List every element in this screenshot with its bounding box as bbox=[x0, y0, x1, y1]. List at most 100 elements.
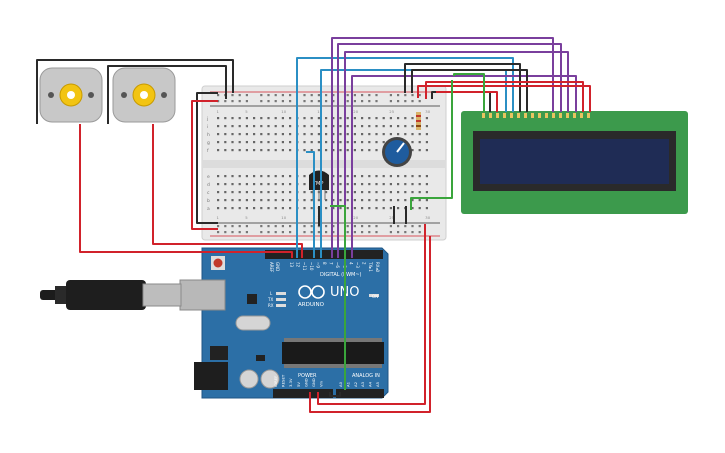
hole bbox=[289, 191, 292, 194]
rail-hole bbox=[289, 100, 292, 103]
hole bbox=[411, 141, 414, 144]
rail-hole bbox=[332, 100, 335, 103]
hole bbox=[418, 141, 421, 144]
rail-hole bbox=[332, 94, 335, 97]
rail-hole bbox=[289, 94, 292, 97]
hole bbox=[368, 141, 371, 144]
rail-hole bbox=[346, 94, 349, 97]
digital-pin-label: ~9 bbox=[315, 262, 320, 268]
hole bbox=[389, 175, 392, 178]
rail-hole bbox=[267, 94, 270, 97]
hole bbox=[245, 117, 248, 120]
hole bbox=[339, 149, 342, 152]
hole bbox=[375, 191, 378, 194]
hole bbox=[245, 191, 248, 194]
hole bbox=[361, 191, 364, 194]
hole bbox=[260, 199, 263, 202]
rail-hole bbox=[411, 231, 414, 234]
hole bbox=[289, 141, 292, 144]
hole bbox=[281, 133, 284, 136]
aref-pin-label: AREF bbox=[269, 262, 274, 273]
hole bbox=[238, 191, 241, 194]
lcd-pin bbox=[531, 113, 534, 118]
lcd-pin bbox=[482, 113, 485, 118]
digital-pin-label: ~11 bbox=[302, 262, 307, 271]
hole bbox=[231, 133, 234, 136]
hole bbox=[281, 199, 284, 202]
hole bbox=[425, 191, 428, 194]
hole bbox=[310, 191, 313, 194]
rail-hole bbox=[397, 225, 400, 228]
hole bbox=[238, 207, 241, 210]
hole bbox=[411, 191, 414, 194]
hole bbox=[325, 207, 328, 210]
digital-pin-label: 12 bbox=[296, 262, 301, 268]
hole bbox=[253, 133, 256, 136]
hole bbox=[224, 133, 227, 136]
hole bbox=[281, 191, 284, 194]
power-pin-label: 3.3V bbox=[288, 378, 293, 387]
hole bbox=[389, 207, 392, 210]
hole bbox=[368, 199, 371, 202]
hole bbox=[404, 199, 407, 202]
hole bbox=[260, 207, 263, 210]
digital-label: DIGITAL (PWM~) bbox=[320, 272, 362, 278]
hole bbox=[325, 149, 328, 152]
hole bbox=[361, 125, 364, 128]
analog-label: ANALOG IN bbox=[352, 373, 380, 379]
hole bbox=[368, 183, 371, 186]
digital-pin-label: 2 bbox=[362, 262, 367, 265]
digital-pin-label: 8 bbox=[322, 262, 327, 265]
lcd-pin bbox=[580, 113, 583, 118]
hole bbox=[332, 117, 335, 120]
col-number: 5 bbox=[245, 109, 248, 114]
rail-hole bbox=[303, 94, 306, 97]
hole bbox=[418, 175, 421, 178]
col-number: 10 bbox=[281, 215, 286, 220]
rail-hole bbox=[274, 100, 277, 103]
hole bbox=[317, 141, 320, 144]
lcd-pin bbox=[552, 113, 555, 118]
reset-button[interactable] bbox=[213, 258, 223, 268]
hole bbox=[346, 117, 349, 120]
hole bbox=[317, 149, 320, 152]
hole bbox=[353, 141, 356, 144]
hole bbox=[303, 133, 306, 136]
digital-pin-label: ~3 bbox=[355, 262, 360, 268]
lcd-pin bbox=[503, 113, 506, 118]
hole bbox=[332, 191, 335, 194]
usb-cable[interactable] bbox=[40, 280, 182, 310]
dc-motor-right[interactable] bbox=[112, 67, 176, 123]
hole bbox=[217, 183, 220, 186]
hole bbox=[289, 133, 292, 136]
lcd-pin bbox=[524, 113, 527, 118]
hole bbox=[332, 199, 335, 202]
hole bbox=[346, 149, 349, 152]
hole bbox=[253, 207, 256, 210]
hole bbox=[267, 199, 270, 202]
hole bbox=[267, 141, 270, 144]
hole bbox=[368, 125, 371, 128]
col-number: 25 bbox=[389, 109, 394, 114]
hole bbox=[346, 199, 349, 202]
lcd-pin bbox=[489, 113, 492, 118]
hole bbox=[425, 133, 428, 136]
hole bbox=[382, 191, 385, 194]
arduino-brand: ARDUINO bbox=[298, 302, 325, 308]
dc-motor-left[interactable] bbox=[39, 67, 103, 123]
rail-hole bbox=[303, 225, 306, 228]
rail-hole bbox=[267, 100, 270, 103]
hole bbox=[224, 183, 227, 186]
hole bbox=[267, 207, 270, 210]
hole bbox=[238, 199, 241, 202]
rail-hole bbox=[317, 225, 320, 228]
hole bbox=[346, 183, 349, 186]
lcd-pin bbox=[545, 113, 548, 118]
hole bbox=[260, 175, 263, 178]
rail-hole bbox=[238, 225, 241, 228]
potentiometer[interactable] bbox=[382, 137, 412, 167]
hole bbox=[231, 117, 234, 120]
hole bbox=[217, 207, 220, 210]
rail-hole bbox=[238, 100, 241, 103]
